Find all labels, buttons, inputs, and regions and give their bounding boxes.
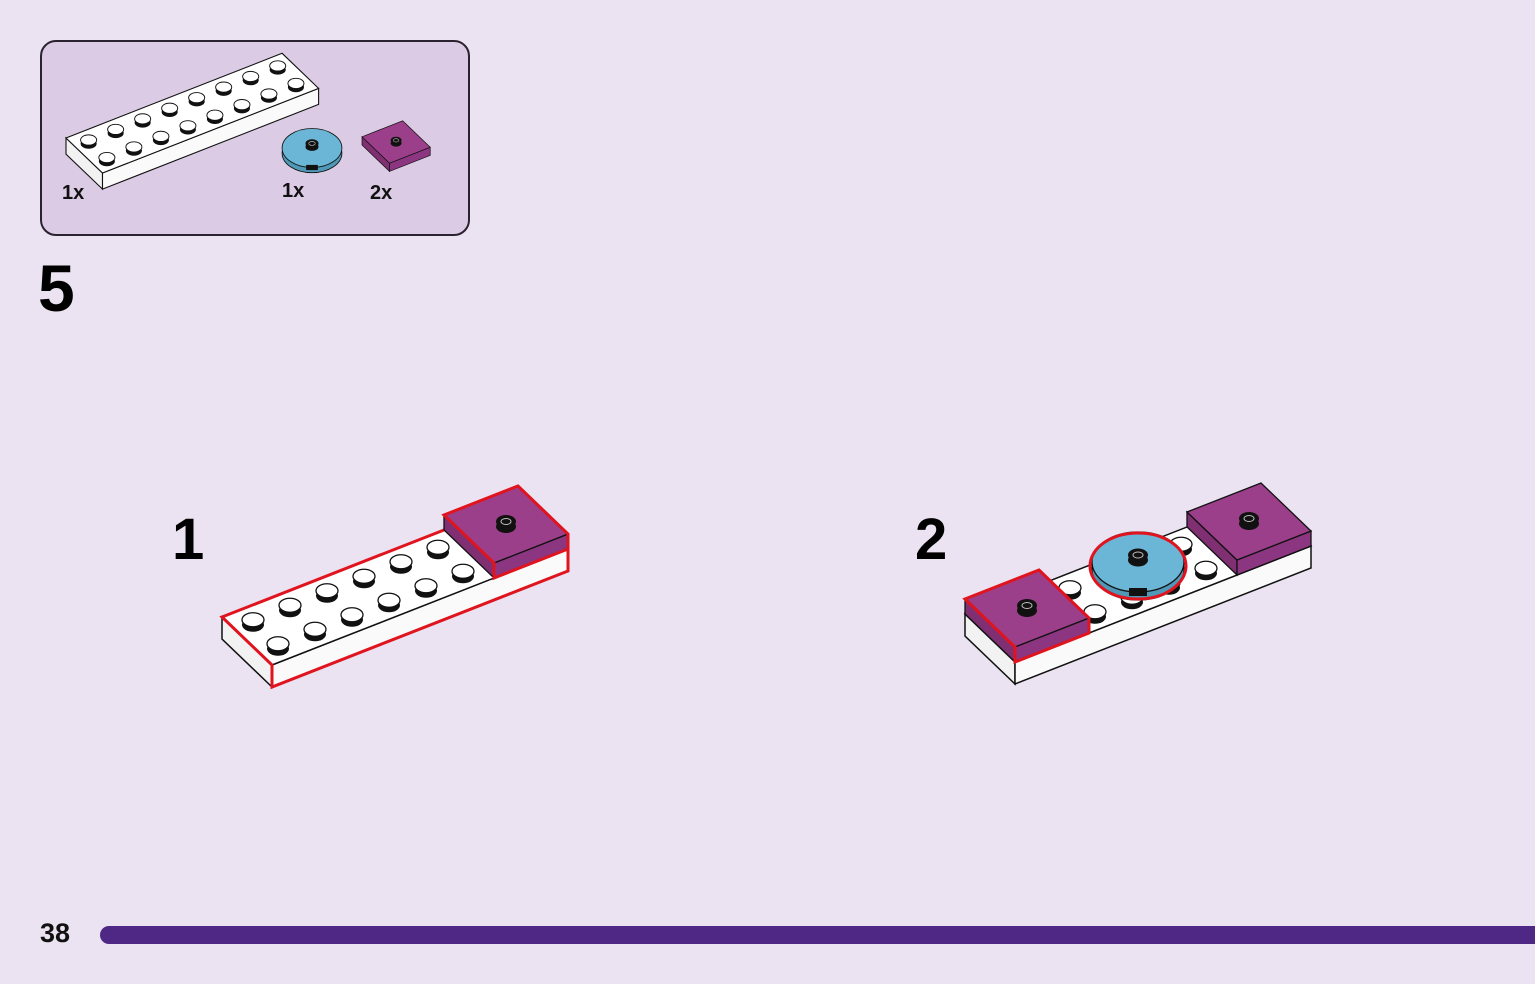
stud-top: [242, 70, 260, 83]
stud-top: [269, 60, 287, 72]
substep1-plate: [219, 499, 570, 690]
stud-top: [107, 123, 125, 136]
stud-top: [134, 113, 152, 125]
stud-top: [278, 597, 302, 613]
stud-hole: [308, 141, 316, 146]
stud-top: [389, 554, 413, 570]
stud-top: [305, 139, 319, 148]
substep-number-1: 1: [172, 507, 205, 572]
stud-hole: [500, 518, 512, 525]
stud-top: [390, 136, 402, 144]
stud-hole: [1021, 602, 1033, 609]
new-part-highlight: [1088, 531, 1188, 601]
stud-hole: [393, 138, 400, 143]
stud-hole: [1243, 515, 1255, 522]
stud-top: [377, 592, 401, 608]
stud-top: [125, 141, 143, 153]
substep1-jumper-plate: [441, 484, 570, 581]
page-accent-bar: [100, 926, 1535, 944]
stud-top: [206, 109, 224, 121]
substep2-jumper-plate-right: [1185, 482, 1313, 577]
stud-top: [414, 578, 438, 594]
stud-top: [241, 612, 265, 628]
page-number: 38: [40, 918, 71, 948]
stud-top: [1128, 548, 1148, 562]
stud-top: [1017, 599, 1037, 612]
part-jumper-plate: [361, 120, 431, 173]
new-part-highlight: [441, 484, 570, 581]
stud-top: [179, 120, 197, 132]
step-number: 5: [38, 251, 75, 325]
round-tile-notch: [306, 164, 318, 171]
stud-top: [215, 81, 233, 93]
substep-number-2: 2: [915, 507, 948, 572]
stud-top: [451, 563, 475, 579]
part-quantity-jumper-plate: 2x: [370, 182, 393, 204]
stud-top: [98, 151, 116, 164]
stud-top: [233, 99, 251, 111]
stud-top: [352, 568, 376, 584]
part-white-plate: [65, 52, 320, 191]
stud-top: [260, 88, 278, 100]
substep2-round-tile: [1088, 531, 1188, 601]
part-round-tile: [281, 128, 343, 174]
stud-top: [266, 636, 290, 652]
part-quantity-plate: 1x: [62, 182, 85, 204]
stud-top: [1194, 560, 1218, 576]
stud-hole: [1132, 551, 1144, 559]
stud-top: [80, 134, 98, 146]
stud-top: [161, 102, 179, 114]
stud-top: [303, 621, 327, 637]
stud-top: [496, 515, 516, 528]
round-tile-notch: [1129, 588, 1147, 596]
stud-top: [315, 583, 339, 599]
new-part-highlight: [962, 568, 1091, 665]
part-quantity-round-tile: 1x: [282, 180, 305, 202]
stud-top: [340, 607, 364, 623]
stud-top: [152, 130, 170, 142]
substep2-jumper-plate-left: [962, 568, 1091, 665]
stud-top: [426, 539, 450, 555]
stud-top: [287, 77, 305, 90]
stud-top: [188, 92, 206, 104]
stud-top: [1239, 512, 1259, 525]
